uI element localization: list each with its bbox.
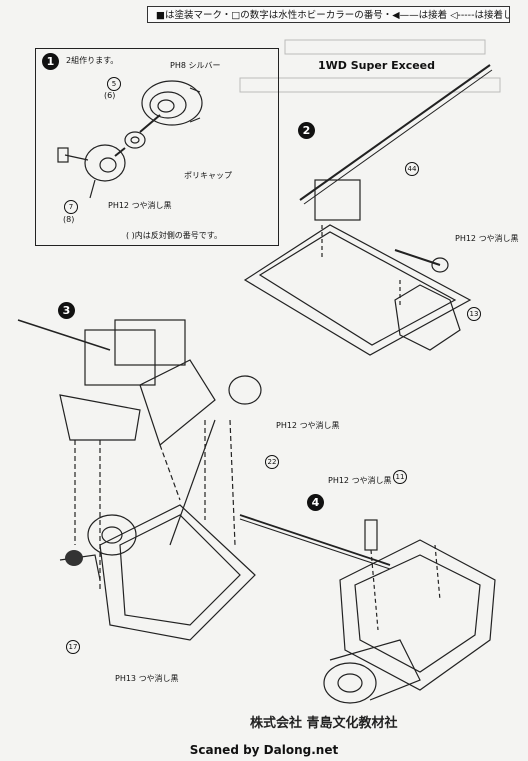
part-number: 11 — [393, 470, 407, 484]
model-name: 1WD Super Exceed — [318, 59, 436, 72]
part-number: 17 — [66, 640, 80, 654]
paint-legend: ■は塗装マーク・□の数字は水性ホビーカラーの番号・◀——は接着 ◁-----は接… — [147, 6, 510, 23]
step2-number: 2 — [298, 122, 315, 139]
scan-credit: Scaned by Dalong.net — [0, 739, 528, 761]
part-number: 7 — [64, 200, 78, 214]
part-number-alt: (8) — [63, 215, 75, 224]
step3-number: 3 — [58, 302, 75, 319]
step2-assembly — [243, 64, 493, 356]
step3-color-label-bottom: PH13 つや消し黒 — [115, 674, 179, 683]
step4-color-label: PH12 つや消し黒 — [328, 476, 392, 485]
polycap-drawing — [124, 131, 146, 149]
step3-assembly — [17, 319, 262, 641]
step1-box — [35, 48, 279, 246]
part-number: 5 — [107, 77, 121, 91]
upright-drawing — [57, 144, 126, 199]
step1-note: 2組作ります。 — [66, 56, 119, 65]
step1-color-label: PH8 シルバー — [170, 61, 221, 70]
polycap-label: ポリキャップ — [184, 171, 232, 180]
step2-color-label: PH12 つや消し黒 — [455, 234, 519, 243]
step1-footnote: ( )内は反対側の番号です。 — [126, 231, 222, 240]
step4-assembly — [239, 514, 496, 704]
part-number: 44 — [405, 162, 419, 176]
matte-black-label: PH12 つや消し黒 — [108, 201, 172, 210]
maker-name: 株式会社 青島文化教材社 — [250, 716, 398, 731]
part-number: 22 — [265, 455, 279, 469]
wheel-hub-drawing — [141, 80, 203, 126]
step4-number: 4 — [307, 494, 324, 511]
part-number: 13 — [467, 307, 481, 321]
step1-number: 1 — [42, 53, 59, 70]
step3-color-label-top: PH12 つや消し黒 — [276, 421, 340, 430]
part-number-alt: (6) — [104, 91, 116, 100]
